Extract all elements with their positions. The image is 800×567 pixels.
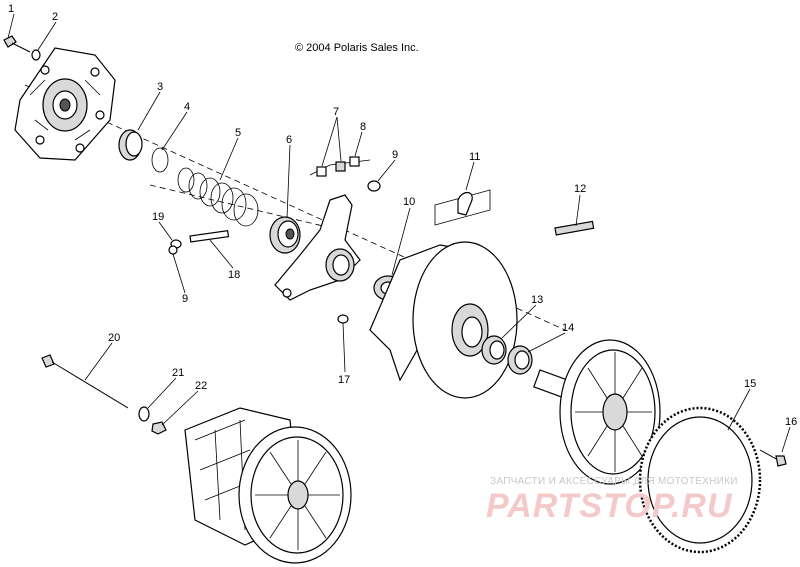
copyright-text: © 2004 Polaris Sales Inc. xyxy=(295,42,419,54)
callout-6: 6 xyxy=(286,134,292,146)
callout-7: 7 xyxy=(333,106,339,118)
part-9-upper-button xyxy=(367,180,381,192)
part-20-bolt xyxy=(41,354,129,409)
watermark: ЗАПЧАСТИ И АКСЕССУАРЫ ДЛЯ МОТОТЕХНИКИ PA… xyxy=(486,476,738,525)
callout-20: 20 xyxy=(108,332,120,344)
part-4-snap-ring xyxy=(151,147,169,173)
part-18-pin xyxy=(189,230,230,243)
callout-8: 8 xyxy=(360,121,366,133)
callout-15: 15 xyxy=(744,378,756,390)
spider-arm xyxy=(274,194,361,301)
part-2-washer xyxy=(31,49,41,61)
part-3-bushing xyxy=(118,129,143,161)
callout-9-upper: 9 xyxy=(392,149,398,161)
part-13-bushing xyxy=(481,335,507,365)
callout-18: 18 xyxy=(228,269,240,281)
callout-1: 1 xyxy=(8,3,14,15)
callout-leaders xyxy=(7,13,791,453)
part-6-spring-cap xyxy=(269,216,301,254)
part-16-bolt xyxy=(759,449,787,467)
part-15-ring-gear xyxy=(638,406,762,554)
callout-22: 22 xyxy=(195,380,207,392)
part-9-lower-button xyxy=(168,245,178,255)
callout-17: 17 xyxy=(338,374,350,386)
callout-labels: 1 2 3 4 5 6 7 8 9 9 10 11 12 13 14 15 16… xyxy=(8,3,797,428)
part-11-clip xyxy=(434,189,491,226)
moveable-sheave xyxy=(369,241,518,399)
callout-16: 16 xyxy=(785,416,797,428)
part-17-nut xyxy=(337,314,349,324)
part-21-washer xyxy=(138,406,150,422)
cover-plate xyxy=(14,47,116,161)
callout-9-lower: 9 xyxy=(182,293,188,305)
watermark-logo: PARTSTOP.RU xyxy=(486,487,733,525)
callout-21: 21 xyxy=(172,367,184,379)
watermark-tagline: ЗАПЧАСТИ И АКСЕССУАРЫ ДЛЯ МОТОТЕХНИКИ xyxy=(490,476,738,487)
callout-19: 19 xyxy=(152,211,164,223)
callout-12: 12 xyxy=(574,183,586,195)
callout-14: 14 xyxy=(562,322,574,334)
callout-2: 2 xyxy=(52,11,58,23)
clutch-assembly xyxy=(184,407,352,564)
fixed-sheave xyxy=(533,339,661,485)
part-1-bolt xyxy=(3,35,31,53)
part-14-bushing xyxy=(507,345,533,375)
part-7-8-hardware xyxy=(309,156,371,177)
part-12-bolt xyxy=(554,220,595,236)
callout-5: 5 xyxy=(235,127,241,139)
part-22-nut xyxy=(151,421,167,435)
callout-13: 13 xyxy=(531,294,543,306)
callout-4: 4 xyxy=(184,101,190,113)
callout-3: 3 xyxy=(157,81,163,93)
callout-10: 10 xyxy=(403,196,415,208)
callout-11: 11 xyxy=(469,151,480,163)
part-5-spring xyxy=(177,167,259,227)
